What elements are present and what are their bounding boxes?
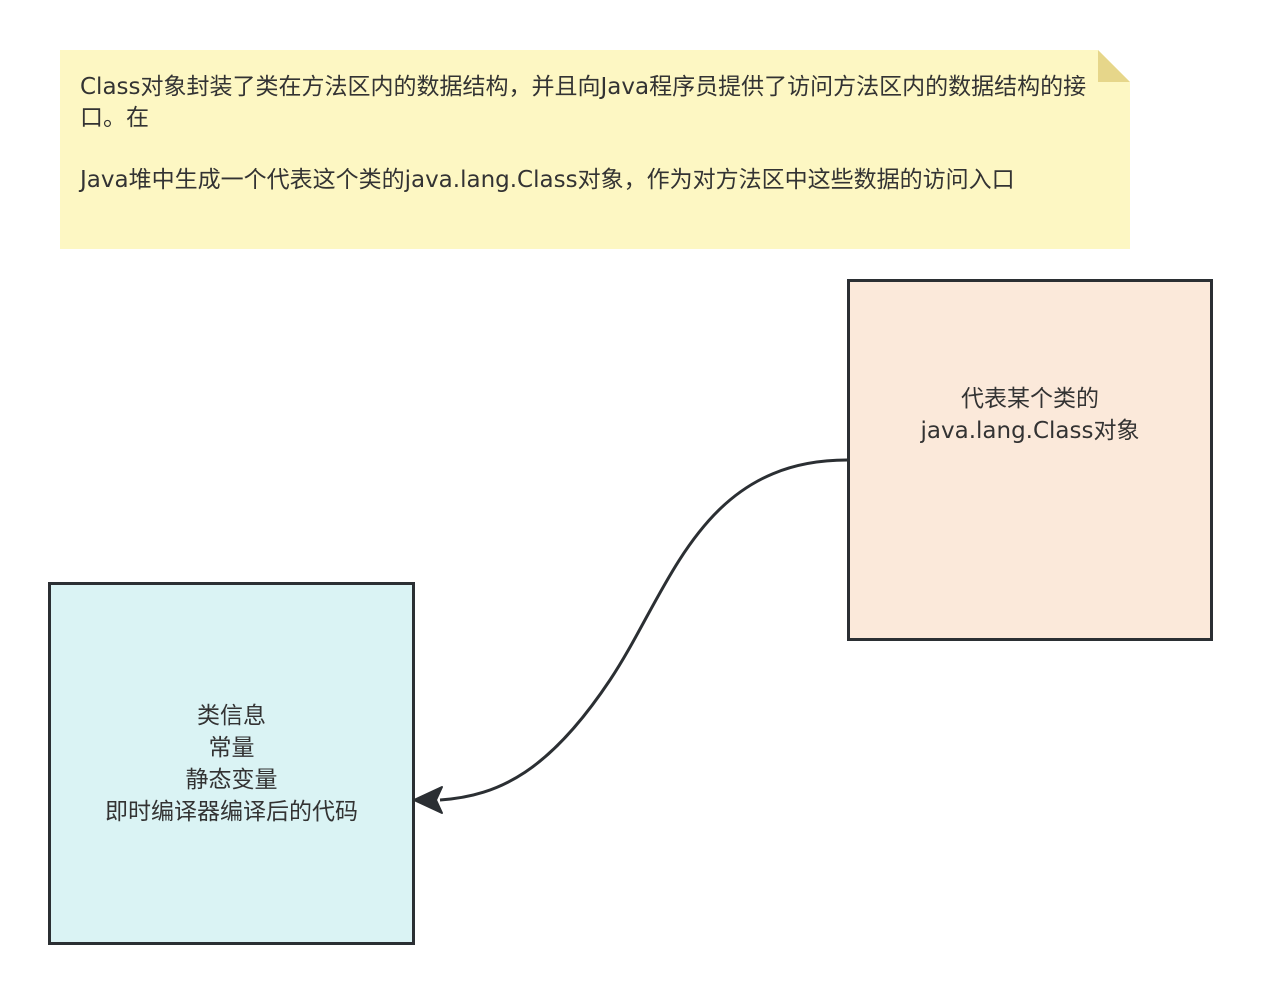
note-line-2: Java堆中生成一个代表这个类的java.lang.Class对象，作为对方法区… — [80, 167, 1015, 193]
arrow-head-icon — [413, 786, 443, 814]
note-text: Class对象封装了类在方法区内的数据结构，并且向Java程序员提供了访问方法区… — [80, 72, 1110, 196]
class-object-label: 代表某个类的 java.lang.Class对象 — [921, 383, 1140, 447]
method-area-line-2: 常量 — [208, 734, 255, 761]
note-line-1: Class对象封装了类在方法区内的数据结构，并且向Java程序员提供了访问方法区… — [80, 74, 1087, 131]
note-fold-corner — [1098, 50, 1130, 82]
method-area-line-1: 类信息 — [197, 702, 266, 729]
class-object-box[interactable]: 代表某个类的 java.lang.Class对象 — [847, 279, 1213, 641]
method-area-line-3: 静态变量 — [185, 766, 278, 793]
method-area-box[interactable]: 类信息 常量 静态变量 即时编译器编译后的代码 — [48, 582, 415, 945]
sticky-note-background — [60, 50, 1130, 249]
sticky-note: Class对象封装了类在方法区内的数据结构，并且向Java程序员提供了访问方法区… — [60, 50, 1130, 249]
method-area-label: 类信息 常量 静态变量 即时编译器编译后的代码 — [105, 700, 358, 828]
class-object-line-2: java.lang.Class对象 — [920, 418, 1140, 444]
method-area-line-4: 即时编译器编译后的代码 — [105, 798, 358, 825]
connector-curve — [439, 458, 848, 802]
class-object-line-1: 代表某个类的 — [960, 386, 1099, 412]
